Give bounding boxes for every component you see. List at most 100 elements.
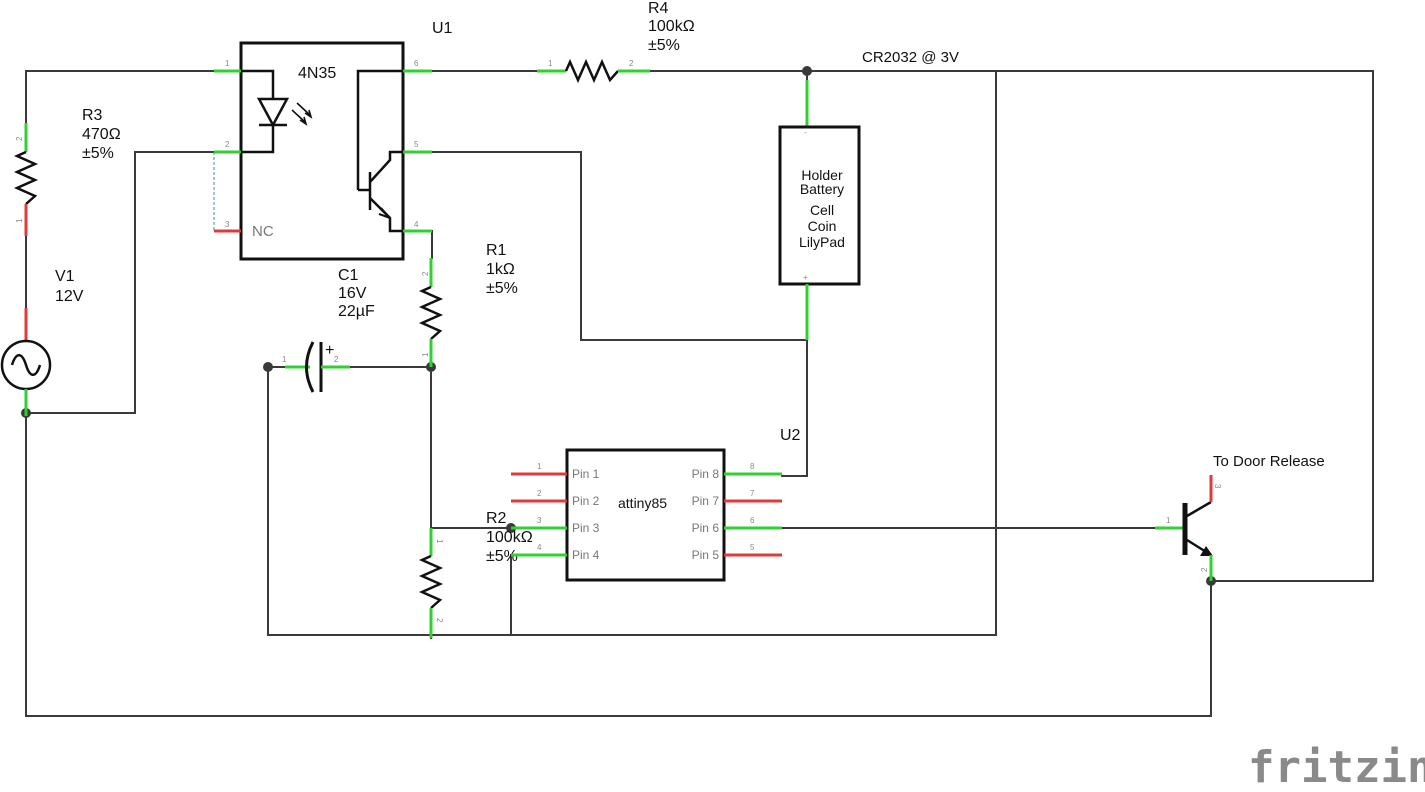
r3-pin2-num: 2 [15, 136, 24, 141]
u2-body [565, 448, 726, 582]
r1-pin1-num: 1 [421, 352, 430, 357]
battery-line-1: Holder [801, 167, 843, 183]
r1-tolerance: ±5% [486, 280, 518, 297]
led-icon [241, 69, 313, 154]
u2-part: attiny85 [618, 495, 667, 511]
u2-pin8-num: 8 [750, 462, 755, 471]
u1-pin6-num: 6 [414, 59, 419, 68]
u2-pin1-label: Pin 1 [572, 467, 600, 481]
q1-pin2-num: 2 [1200, 567, 1209, 572]
battery-line-4: Coin [808, 218, 837, 234]
battery-holder[interactable]: - + Holder Battery Cell Coin LilyPad CR2… [778, 49, 959, 340]
r2-zigzag-icon [418, 554, 444, 609]
v1-value: 12V [55, 288, 84, 305]
u2-pin2-label: Pin 2 [572, 494, 600, 508]
voltage-source-v1[interactable]: V1 12V [0, 268, 84, 416]
q1-collector-icon [1186, 500, 1212, 518]
u2-pin5-num: 5 [750, 543, 755, 552]
r3-tolerance: ±5% [82, 145, 114, 162]
npn-transistor-q1[interactable]: 1 2 3 To Door Release [1155, 453, 1325, 581]
sine-wave-icon [10, 354, 42, 376]
r1-ref: R1 [486, 242, 507, 259]
junction-top [802, 66, 812, 76]
r4-zigzag-icon [564, 58, 619, 84]
r2-ref: R2 [486, 510, 507, 527]
u1-nc-label: NC [252, 223, 274, 240]
resistor-r1[interactable]: 2 1 R1 1kΩ ±5% [418, 242, 518, 367]
battery-line-3: Cell [810, 202, 834, 218]
q1-pin1-num: 1 [1166, 516, 1171, 525]
wire-batt-u2pin8[interactable] [781, 339, 808, 477]
battery-line-5: LilyPad [799, 234, 845, 250]
battery-line-2: Battery [800, 181, 844, 197]
c1-ref: C1 [338, 267, 359, 284]
optocoupler-u1[interactable]: U1 4N35 NC 1 2 3 4 5 6 [214, 20, 453, 261]
u2-pin6-num: 6 [750, 516, 755, 525]
r3-pin1-num: 1 [15, 218, 24, 223]
r4-value: 100kΩ [648, 18, 695, 35]
u1-pin4-num: 4 [414, 220, 419, 229]
resistor-r3[interactable]: 2 1 R3 470Ω ±5% [13, 107, 121, 236]
r3-value: 470Ω [82, 126, 121, 143]
battery-plus-sign: + [803, 273, 808, 282]
wire-u1pin5-batt[interactable] [431, 151, 808, 341]
wire-r1-c1[interactable] [349, 366, 432, 529]
u2-pin4-num: 4 [537, 543, 542, 552]
r4-ref: R4 [648, 0, 669, 17]
u2-pin2-num: 2 [537, 489, 542, 498]
r4-tolerance: ±5% [648, 37, 680, 54]
u1-ref: U1 [432, 20, 453, 37]
fritzing-logo: fritzing [1248, 742, 1425, 792]
r2-pin2-num: 2 [435, 618, 444, 623]
r4-pin1-num: 1 [548, 59, 553, 68]
wires [25, 70, 1374, 717]
wire-v1-u1pin2[interactable] [25, 151, 215, 414]
u2-pin6-label: Pin 6 [692, 521, 720, 535]
q1-label: To Door Release [1213, 453, 1325, 470]
u2-pin7-label: Pin 7 [692, 494, 720, 508]
wire-v1-bottom[interactable] [25, 415, 1212, 717]
microcontroller-u2[interactable]: U2 attiny85 Pin 1 Pin 2 Pin 3 Pin 4 1 2 … [511, 427, 801, 582]
u1-part: 4N35 [298, 65, 336, 82]
r2-value: 100kΩ [486, 529, 533, 546]
u2-pin4-label: Pin 4 [572, 548, 600, 562]
u2-pin3-num: 3 [537, 516, 542, 525]
wire-c1-gnd-down[interactable] [267, 70, 997, 636]
q1-emitter-arrow-icon [1200, 546, 1213, 556]
v1-ref: V1 [55, 268, 75, 285]
r3-ref: R3 [82, 107, 103, 124]
junction-c1-left [263, 362, 273, 372]
battery-minus-sign: - [804, 128, 807, 137]
phototransistor-icon [356, 69, 403, 233]
u2-pin1-num: 1 [537, 462, 542, 471]
c1-curved-plate-icon [305, 341, 315, 393]
r2-pin1-num: 1 [435, 539, 444, 544]
u2-pin3-label: Pin 3 [572, 521, 600, 535]
c1-pin2-num: 2 [334, 355, 339, 364]
q1-pin3-num: 3 [1213, 484, 1222, 489]
r3-zigzag-icon [13, 150, 39, 205]
r1-zigzag-icon [418, 285, 444, 340]
c1-value: 22µF [338, 303, 375, 320]
capacitor-c1[interactable]: + 1 2 C1 16V 22µF [282, 267, 375, 393]
u2-pin8-label: Pin 8 [692, 467, 720, 481]
u1-pin3-num: 3 [225, 220, 230, 229]
battery-label: CR2032 @ 3V [862, 49, 959, 66]
c1-plus-sign: + [325, 342, 334, 359]
battery-body [778, 125, 861, 286]
r2-tolerance: ±5% [486, 548, 518, 565]
r4-pin2-num: 2 [629, 59, 634, 68]
c1-pin1-num: 1 [282, 355, 287, 364]
resistor-r2[interactable]: 1 2 R2 100kΩ ±5% [418, 510, 533, 638]
u2-ref: U2 [780, 427, 801, 444]
u1-pin5-num: 5 [414, 140, 419, 149]
c1-voltage: 16V [338, 285, 367, 302]
u2-pin7-num: 7 [750, 489, 755, 498]
resistor-r4[interactable]: 1 2 R4 100kΩ ±5% [537, 0, 695, 84]
u1-pin2-num: 2 [225, 140, 230, 149]
wire-r4-rail[interactable] [649, 70, 1374, 582]
u2-pin5-label: Pin 5 [692, 548, 720, 562]
u1-pin1-num: 1 [225, 59, 230, 68]
r1-pin2-num: 2 [421, 271, 430, 276]
